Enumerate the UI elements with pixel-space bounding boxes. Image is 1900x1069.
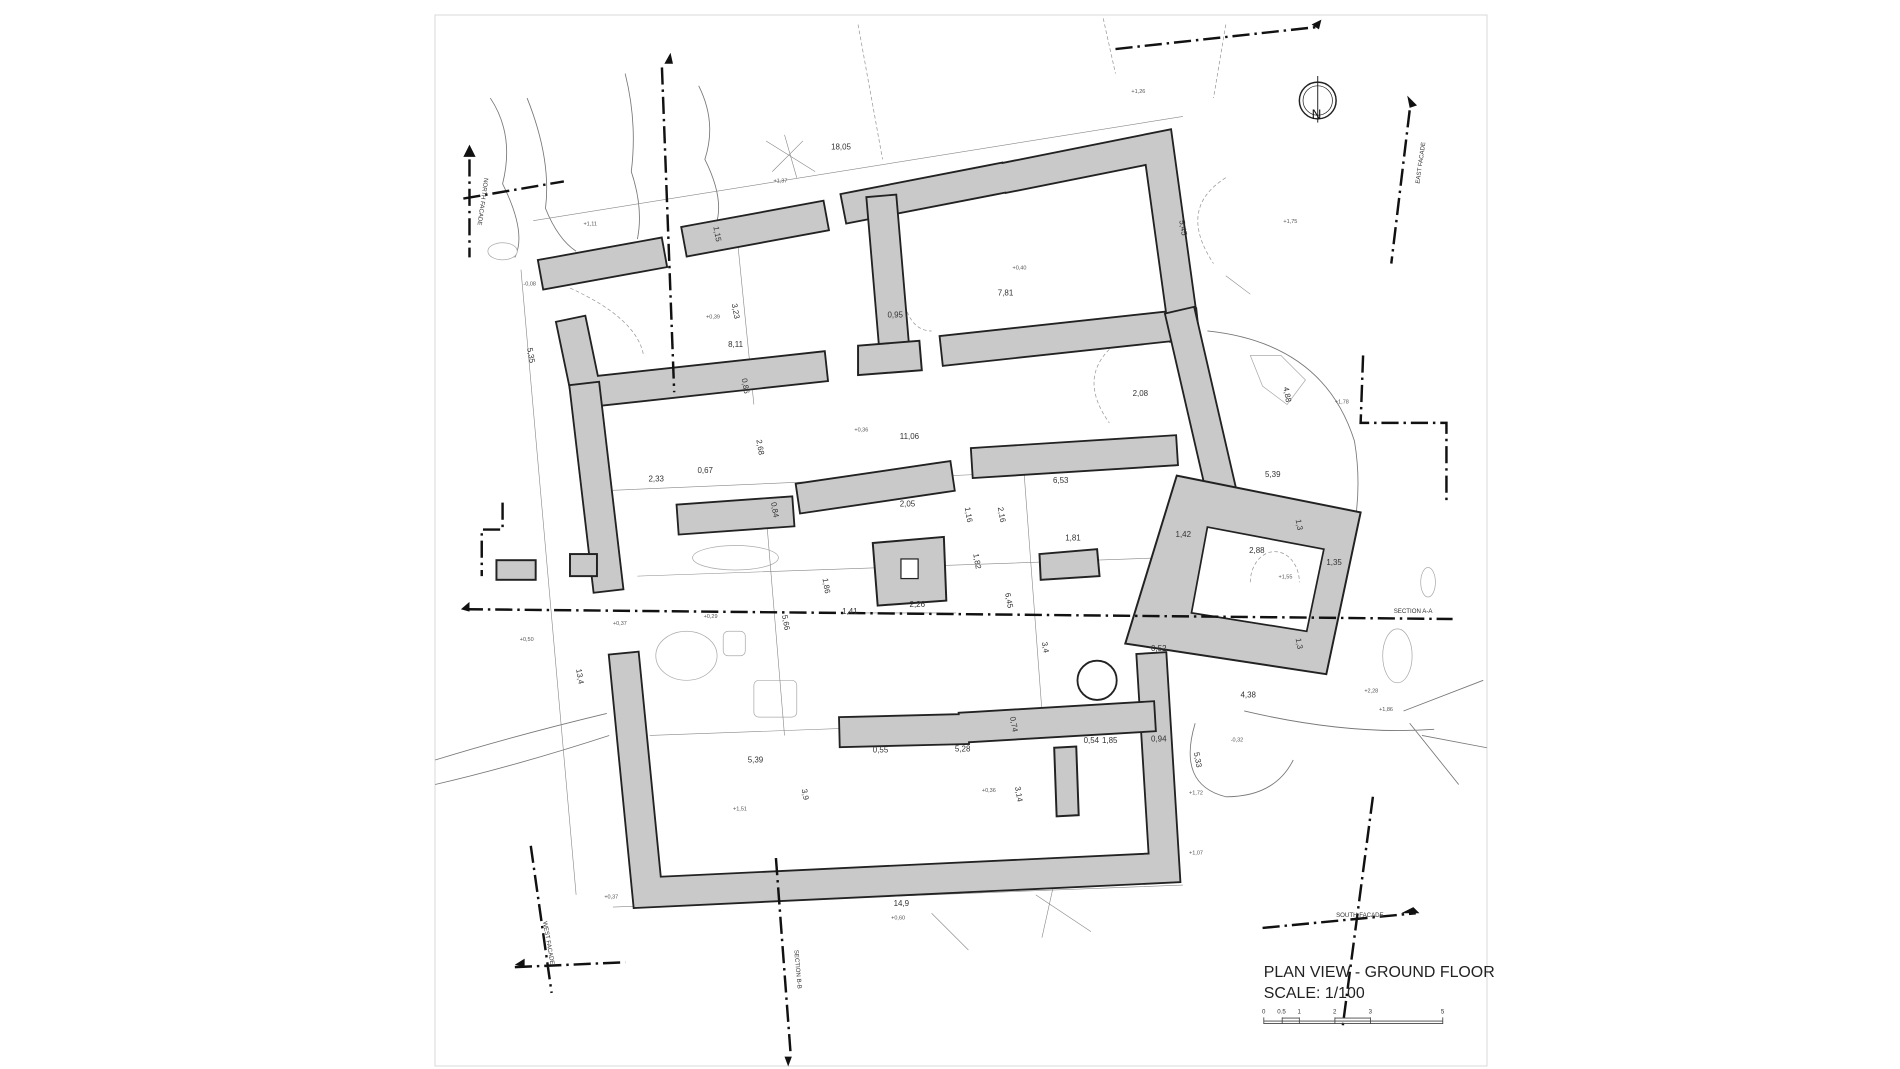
title-block: PLAN VIEW - GROUND FLOOR SCALE: 1/100 0 … [1262,964,1495,1024]
dimension-label: 0,84 [769,501,781,518]
elevation-label: -0,32 [1231,738,1244,744]
south-facade-label: SOUTH FACADE [1336,912,1384,919]
elevation-label: +0,29 [704,614,718,620]
elevation-label: +1,26 [1131,89,1145,95]
dimension-label: 8,11 [728,340,743,349]
dimension-label: 1,16 [963,506,975,523]
elevation-label: -0,08 [523,282,536,288]
tower [1076,474,1362,701]
dimension-label: 3,4 [1040,641,1051,654]
dimension-label: 0,95 [887,310,903,319]
dimension-label: 0,55 [873,746,889,755]
section-a-label: SECTION A-A [1394,608,1434,615]
dimension-label: 1,35 [1326,558,1342,567]
scale-tick: 0 [1262,1009,1266,1016]
elevation-markers: +1,26 +1,37 +1,11 -0,08 +0,39 +0,40 +1,7… [520,89,1393,921]
scale-tick: 2 [1333,1009,1337,1016]
dimension-label: 5,66 [780,614,792,631]
dimension-labels: 18,05 1,15 3,23 8,11 0,95 7,81 5,45 5,35… [525,143,1342,908]
dimension-label: 5,35 [525,347,537,364]
dimension-label: 3,9 [800,788,811,801]
dimension-label: 2,05 [900,499,916,508]
dimension-label: 1,42 [1176,530,1192,539]
dimension-label: 4,88 [1281,386,1293,403]
walls [495,128,1239,910]
elevation-label: +0,50 [520,637,534,643]
plan-title: PLAN VIEW - GROUND FLOOR [1264,964,1495,981]
elevation-label: +0,60 [891,915,905,921]
north-label: N [1312,107,1322,122]
section-lines: NORTH FACADE SECTION B-B EAST FACADE SEC… [460,19,1453,1067]
dimension-label: 18,05 [831,143,851,152]
dimension-label: 1,3 [1294,637,1305,650]
elevation-label: +1,07 [1189,850,1203,856]
scale-tick: 3 [1369,1009,1373,1016]
scale-tick: 5 [1441,1009,1445,1016]
dimension-label: 5,45 [1177,219,1189,236]
dimension-label: 1,3 [1294,519,1305,532]
elevation-label: +0,37 [613,621,627,627]
elevation-label: +1,72 [1189,790,1203,796]
elevation-label: +1,55 [1279,575,1293,581]
elevation-label: +1,86 [1379,707,1393,713]
dimension-label: 1,85 [1102,736,1118,745]
dimension-label: 1,81 [1065,534,1081,543]
elevation-label: +0,36 [982,788,996,794]
elevation-label: +1,51 [733,806,747,812]
dimension-label: 5,39 [1265,470,1281,479]
dimension-label: 3,14 [1013,786,1025,803]
dimension-label: 2,68 [754,439,766,456]
dimension-label: 14,9 [894,899,910,908]
dimension-label: 0,54 [1084,736,1100,745]
dimension-label: 2,16 [996,506,1008,523]
dimension-label: 2,26 [910,600,926,609]
dimension-label: 4,38 [1241,690,1257,699]
dimension-label: 7,81 [998,288,1014,297]
dimension-label: 5,28 [955,744,971,753]
elevation-label: +1,78 [1335,399,1349,405]
dimension-label: 0,94 [1151,735,1167,744]
dimension-label: 5,39 [748,755,764,764]
dimension-label: 5,33 [1192,751,1204,768]
elevation-label: +0,40 [1013,266,1027,272]
dimension-label: 0,74 [1008,716,1020,733]
dimension-label: 13,4 [574,668,586,685]
elevation-label: +1,75 [1283,219,1297,225]
dimension-label: 2,33 [648,475,664,484]
dimension-label: 11,06 [900,432,920,441]
dimension-label: 0,52 [1151,644,1167,653]
dimension-label: 1,86 [821,577,833,594]
elevation-label: +0,37 [604,895,618,901]
elevation-label: +0,39 [706,315,720,321]
dimension-label: 0,67 [697,466,713,475]
elevation-label: +1,11 [583,222,597,228]
elevation-label: +1,37 [773,179,787,185]
scale-tick: 1 [1298,1009,1302,1016]
dimension-label: 1,15 [711,226,723,243]
dimension-label: 1,41 [842,607,858,616]
north-arrow-icon: N [1298,75,1337,123]
scale-tick: 0.5 [1277,1009,1286,1016]
dimension-label: 2,08 [1133,389,1149,398]
plan-scale: SCALE: 1/100 [1264,985,1365,1002]
elevation-label: +0,36 [854,427,868,433]
dimension-label: 6,53 [1053,476,1069,485]
elevation-label: +2,28 [1364,689,1378,695]
dimension-label: 3,23 [730,303,742,320]
dimension-label: 0,86 [740,378,752,395]
section-b-label-top: SECTION B-B [792,950,802,990]
dimension-label: 2,88 [1249,546,1265,555]
scale-bar: 0 0.5 1 2 3 5 [1262,1009,1445,1024]
dimension-label: 1,82 [971,553,983,570]
dimension-label: 6,45 [1003,592,1015,609]
